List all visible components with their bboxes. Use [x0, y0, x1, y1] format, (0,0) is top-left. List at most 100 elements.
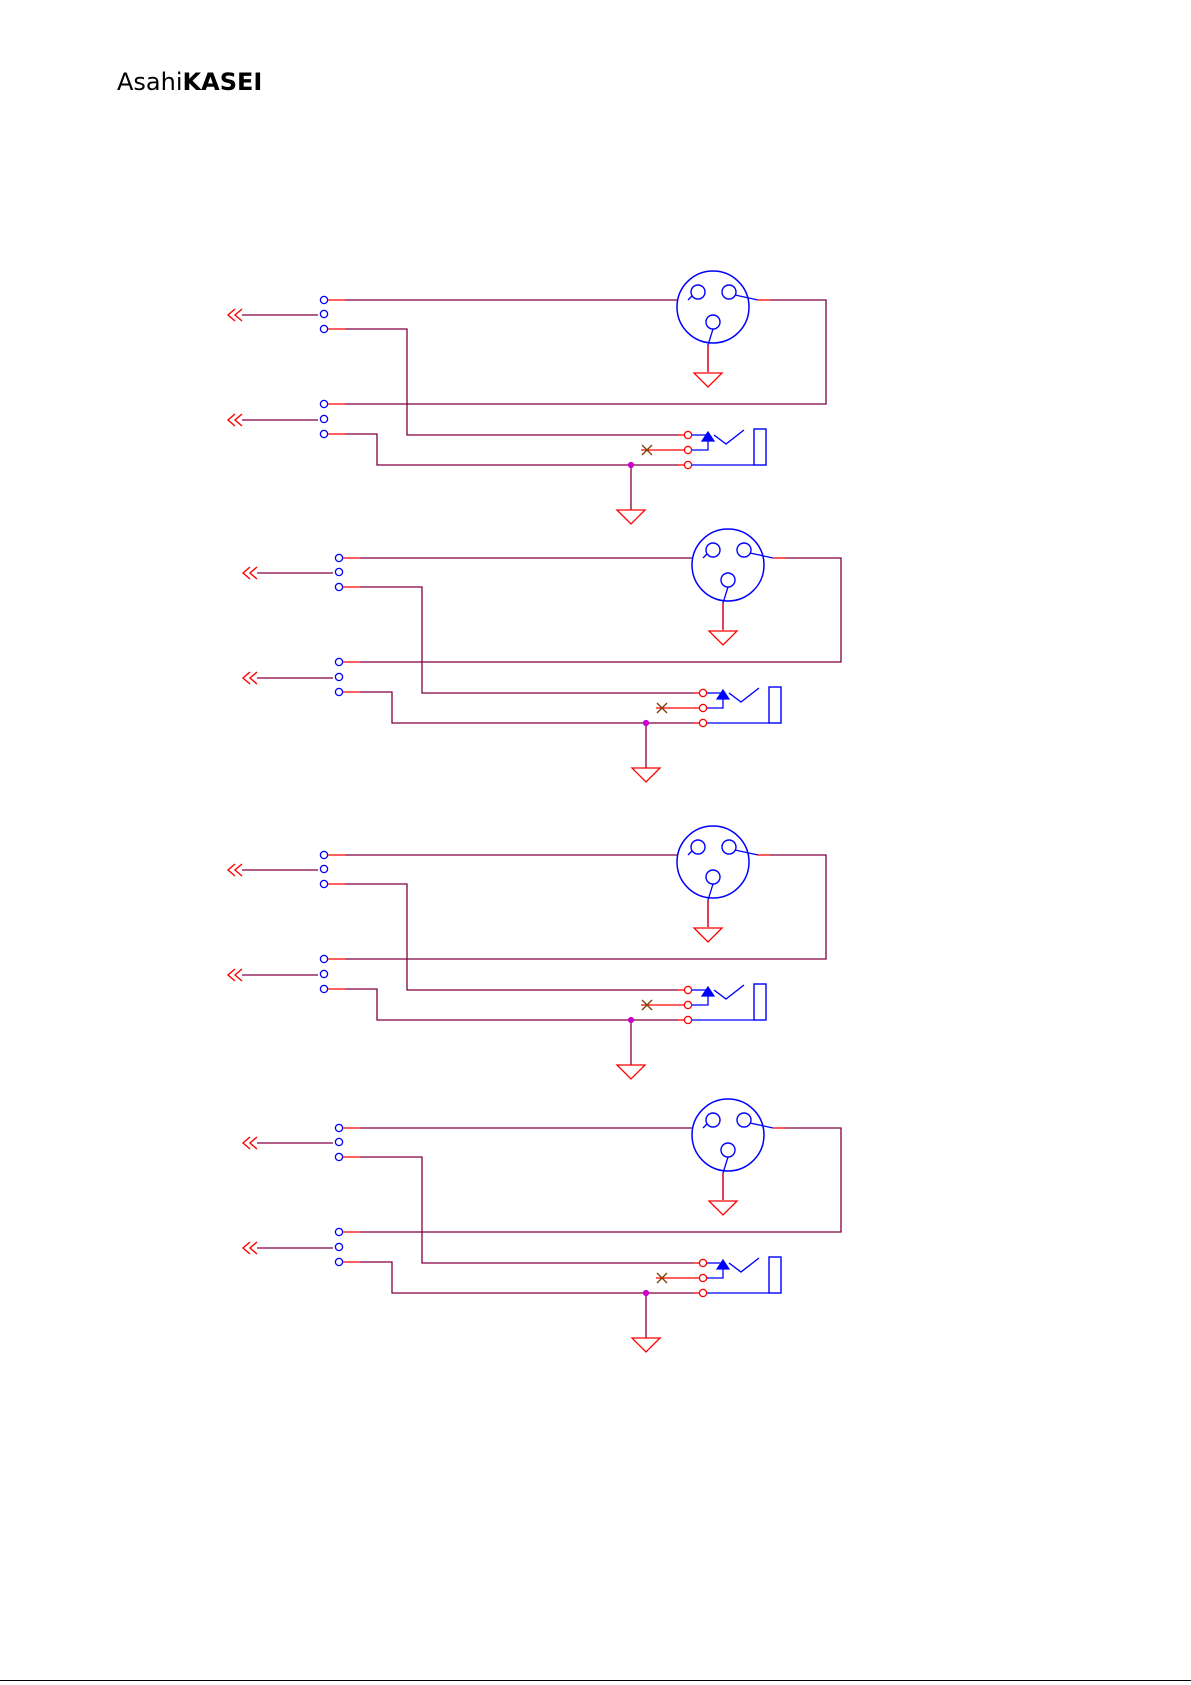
block-1-input-arrow-bottom-chevron-2 [235, 414, 242, 426]
block-2-header-a-pin-3 [335, 583, 342, 590]
block-3-jack-pin-3 [684, 1016, 691, 1023]
block-4-xlr-pin-3 [737, 1113, 751, 1127]
block-1-wire-xlr-right [345, 300, 826, 404]
block-1-xlr-pin-3 [722, 285, 736, 299]
block-1-xlr-pin-2 [691, 285, 705, 299]
block-1-input-arrow-top-chevron-2 [235, 309, 242, 321]
block-3-wire-jack-tip [345, 884, 678, 990]
block-2-header-b-pin-3 [335, 688, 342, 695]
block-2-ground-jack [632, 768, 660, 782]
block-1-wire-jack-sleeve [345, 434, 678, 465]
block-2-ground-xlr [709, 631, 737, 645]
block-2-input-arrow-bottom-chevron-2 [250, 672, 257, 684]
block-4-header-b-pin-1 [335, 1228, 342, 1235]
block-3-header-a-pin-1 [320, 851, 327, 858]
block-4-ground-xlr [709, 1201, 737, 1215]
block-2-jack-pin-1 [699, 689, 706, 696]
block-3-jack-body [754, 984, 766, 1020]
block-4-header-a-pin-3 [335, 1153, 342, 1160]
block-1-header-b-pin-3 [320, 430, 327, 437]
block-4-jack-pin-2 [699, 1274, 706, 1281]
block-1-jack-contact-arrow [702, 432, 714, 441]
block-3-ground-jack [617, 1065, 645, 1079]
schematic-block-2 [243, 529, 841, 782]
block-2-header-a-pin-1 [335, 554, 342, 561]
block-3-jack-contact-arrow [702, 987, 714, 996]
block-4-wire-jack-sleeve [360, 1262, 693, 1293]
block-1-header-a-pin-2 [320, 310, 327, 317]
block-4-xlr-pin-2 [706, 1113, 720, 1127]
block-3-header-b-pin-3 [320, 985, 327, 992]
block-4-jack-pin-1 [699, 1259, 706, 1266]
block-3-input-arrow-top-chevron-2 [235, 864, 242, 876]
block-4-input-arrow-top-chevron-2 [250, 1137, 257, 1149]
block-2-wire-xlr-right [360, 558, 841, 662]
block-4-jack-body [769, 1257, 781, 1293]
block-1-jack-pin-1 [684, 431, 691, 438]
footer-rule [0, 1680, 1191, 1681]
block-3-xlr-pin-2 [691, 840, 705, 854]
block-2-jack-spring [729, 688, 759, 702]
schematic-block-4 [243, 1099, 841, 1352]
block-2-header-a-pin-2 [335, 568, 342, 575]
block-4-wire-jack-tip [360, 1157, 693, 1263]
block-4-jack-pin-3 [699, 1289, 706, 1296]
block-4-ground-jack [632, 1338, 660, 1352]
block-4-wire-xlr-right [360, 1128, 841, 1232]
block-3-ground-xlr [694, 928, 722, 942]
block-3-xlr-pin-3 [722, 840, 736, 854]
block-3-header-b-pin-2 [320, 970, 327, 977]
block-2-wire-jack-tip [360, 587, 693, 693]
block-4-input-arrow-bottom-chevron-2 [250, 1242, 257, 1254]
block-4-xlr-body [692, 1099, 764, 1171]
block-2-junction-dot [643, 720, 648, 725]
block-3-jack-spring [714, 985, 744, 999]
block-2-jack-pin-2 [699, 704, 706, 711]
block-1-header-a-pin-1 [320, 296, 327, 303]
block-1-wire-jack-tip [345, 329, 678, 435]
block-4-junction-dot [643, 1290, 648, 1295]
block-3-xlr-pin-1 [706, 870, 720, 884]
block-3-input-arrow-bottom-chevron-2 [235, 969, 242, 981]
block-4-jack-spring [729, 1258, 759, 1272]
schematic-block-1 [228, 271, 826, 524]
block-2-xlr-pin-1 [721, 573, 735, 587]
block-1-header-b-pin-2 [320, 415, 327, 422]
block-1-jack-spring [714, 430, 744, 444]
block-2-jack-body [769, 687, 781, 723]
block-1-xlr-body [677, 271, 749, 343]
block-2-xlr-pin-3 [737, 543, 751, 557]
block-3-header-a-pin-3 [320, 880, 327, 887]
block-3-jack-pin-1 [684, 986, 691, 993]
block-4-jack-contact-arrow [717, 1260, 729, 1269]
block-3-header-a-pin-2 [320, 865, 327, 872]
block-3-wire-xlr-right [345, 855, 826, 959]
block-1-header-a-pin-3 [320, 325, 327, 332]
block-3-xlr-body [677, 826, 749, 898]
block-4-xlr-pin-1 [721, 1143, 735, 1157]
block-2-xlr-pin-2 [706, 543, 720, 557]
block-1-ground-jack [617, 510, 645, 524]
block-1-xlr-pin-1 [706, 315, 720, 329]
block-1-header-b-pin-1 [320, 400, 327, 407]
block-2-input-arrow-top-chevron-2 [250, 567, 257, 579]
schematic-block-3 [228, 826, 826, 1079]
block-2-jack-contact-arrow [717, 690, 729, 699]
block-3-header-b-pin-1 [320, 955, 327, 962]
block-2-wire-jack-sleeve [360, 692, 693, 723]
block-1-jack-pin-2 [684, 446, 691, 453]
block-2-header-b-pin-1 [335, 658, 342, 665]
block-4-header-a-pin-1 [335, 1124, 342, 1131]
block-3-jack-pin-2 [684, 1001, 691, 1008]
block-4-header-b-pin-2 [335, 1243, 342, 1250]
block-4-header-a-pin-2 [335, 1138, 342, 1145]
block-2-jack-pin-3 [699, 719, 706, 726]
block-3-wire-jack-sleeve [345, 989, 678, 1020]
block-1-jack-body [754, 429, 766, 465]
block-2-xlr-body [692, 529, 764, 601]
block-4-header-b-pin-3 [335, 1258, 342, 1265]
block-1-junction-dot [628, 462, 633, 467]
block-2-header-b-pin-2 [335, 673, 342, 680]
